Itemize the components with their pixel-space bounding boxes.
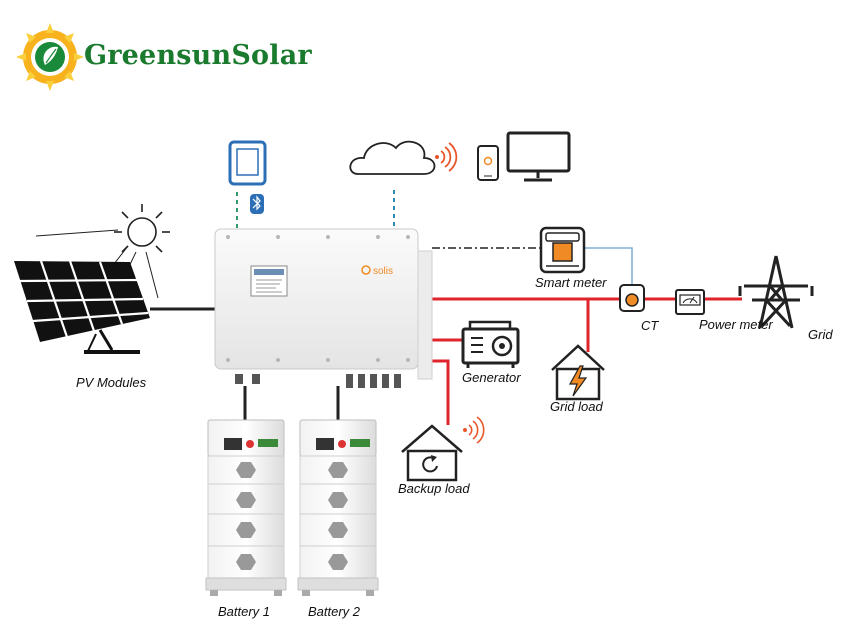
label-generator: Generator — [462, 370, 521, 385]
logo-sun-icon — [16, 23, 84, 91]
brand-name: GreensunSolar — [84, 40, 312, 71]
label-battery-2: Battery 2 — [308, 604, 361, 619]
label-ct: CT — [641, 318, 659, 333]
label-grid: Grid — [808, 327, 833, 342]
battery-stack-2 — [297, 419, 379, 596]
sun-icon — [114, 204, 170, 253]
label-grid-load: Grid load — [550, 399, 603, 414]
inverter-icon — [214, 228, 433, 388]
battery-stack-1 — [205, 419, 287, 596]
backup-load-line — [432, 359, 450, 425]
generator-icon — [461, 320, 520, 368]
label-battery-1: Battery 1 — [218, 604, 271, 619]
wifi-icon — [435, 142, 458, 172]
backup-wifi-icon — [463, 416, 485, 444]
ct-signal-line — [585, 247, 633, 285]
label-power-meter: Power meter — [699, 317, 773, 332]
label-backup-load: Backup load — [398, 481, 470, 496]
inverter-logo-icon — [361, 265, 371, 275]
phone-icon — [477, 145, 499, 181]
cloud-icon — [349, 140, 436, 175]
backup-load-house-icon — [401, 424, 463, 482]
tablet-icon — [228, 140, 267, 186]
label-smart-meter: Smart meter — [535, 275, 607, 290]
grid-load-house-icon — [551, 344, 605, 401]
ct-icon — [619, 284, 645, 312]
smart-meter-icon — [539, 226, 586, 274]
label-pv-modules: PV Modules — [76, 375, 147, 390]
power-meter-icon — [675, 289, 705, 315]
grid-tower-icon — [738, 255, 814, 329]
monitor-icon — [506, 131, 571, 182]
inverter-brand-label: solis — [373, 266, 393, 277]
bluetooth-icon — [250, 194, 264, 214]
solar-panel-icon — [14, 260, 150, 354]
